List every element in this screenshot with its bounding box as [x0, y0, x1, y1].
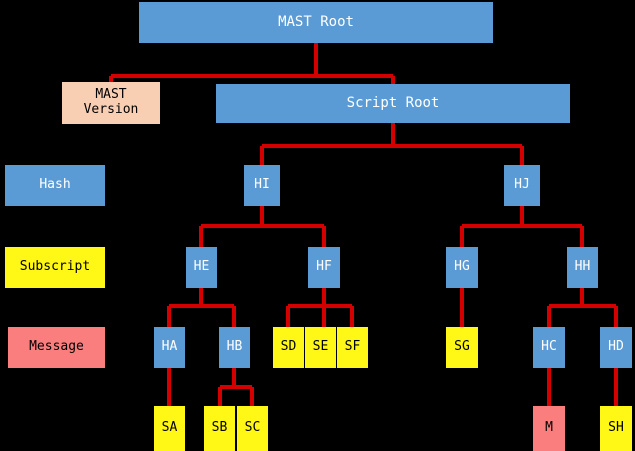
node-hh[interactable]: HH [567, 247, 598, 288]
node-hd[interactable]: HD [600, 327, 632, 368]
node-se[interactable]: SE [305, 327, 336, 368]
edge-mastroot-to-children [109, 43, 395, 84]
legend-message-box: Message [8, 327, 105, 368]
node-mast-version[interactable]: MAST Version [62, 82, 160, 124]
node-he[interactable]: HE [186, 247, 217, 288]
edge-hi-to-children [199, 205, 326, 247]
edge-hh-to-children [547, 288, 618, 327]
edge-he-to-children [167, 288, 236, 327]
node-hg[interactable]: HG [446, 247, 478, 288]
node-script-root[interactable]: Script Root [216, 84, 570, 123]
edge-hb-to-children [218, 368, 254, 406]
edge-hj-to-children [460, 205, 584, 247]
node-mast-root[interactable]: MAST Root [139, 2, 493, 43]
edge-scriptroot-to-children [260, 123, 524, 165]
node-hj[interactable]: HJ [504, 165, 540, 206]
legend-subscript-box: Subscript [5, 247, 105, 288]
node-sd[interactable]: SD [273, 327, 304, 368]
node-hc[interactable]: HC [533, 327, 565, 368]
node-sf[interactable]: SF [337, 327, 368, 368]
node-m[interactable]: M [533, 406, 565, 451]
node-sb[interactable]: SB [204, 406, 235, 451]
node-sa[interactable]: SA [154, 406, 185, 451]
node-hi[interactable]: HI [244, 165, 280, 206]
edge-hf-to-children [286, 288, 354, 327]
legend-hash-box: Hash [5, 165, 105, 206]
node-sc[interactable]: SC [237, 406, 268, 451]
node-hb[interactable]: HB [219, 327, 250, 368]
node-sh[interactable]: SH [600, 406, 632, 451]
node-ha[interactable]: HA [154, 327, 185, 368]
node-sg[interactable]: SG [446, 327, 478, 368]
node-hf[interactable]: HF [308, 247, 340, 288]
